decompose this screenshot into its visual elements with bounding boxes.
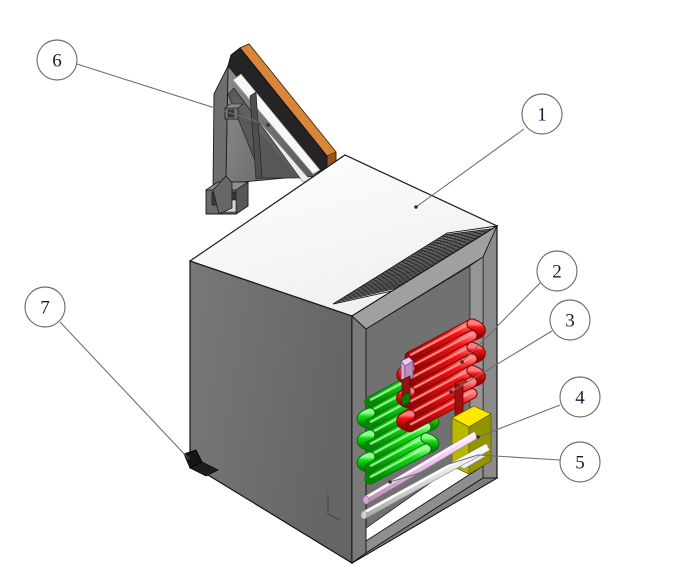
- callout-2-label: 2: [552, 262, 562, 283]
- callout-2[interactable]: 2: [460, 250, 578, 364]
- callout-5[interactable]: 5: [388, 441, 601, 484]
- callout-2-circle[interactable]: [536, 250, 578, 292]
- callout-4-target-dot: [476, 435, 480, 439]
- callout-7[interactable]: 7: [24, 286, 190, 460]
- callout-3-target-dot: [449, 390, 453, 394]
- callout-6-label: 6: [52, 51, 62, 72]
- callout-5-target-dot: [388, 480, 392, 484]
- callout-1-leader: [415, 128, 525, 208]
- door-side-wall: [212, 65, 229, 192]
- callout-3-circle[interactable]: [549, 299, 591, 341]
- cabinet-opening-frame-top: [351, 224, 499, 330]
- callout-1-label: 1: [537, 105, 547, 126]
- door-gasket: [227, 87, 301, 179]
- callout-2-target-dot: [460, 360, 464, 364]
- door-mullion: [249, 91, 263, 180]
- callout-3-leader: [450, 330, 553, 393]
- callout-6-target-dot: [266, 123, 270, 127]
- callout-1-circle[interactable]: [521, 93, 563, 135]
- callout-1-target-dot: [414, 205, 418, 209]
- callout-4-leader: [477, 404, 561, 438]
- callout-5-label: 5: [575, 453, 585, 474]
- callout-layer[interactable]: 1 2 3 4 5 6 7: [24, 39, 601, 484]
- callout-4[interactable]: 4: [476, 376, 601, 439]
- cabinet-left-panel-line: [327, 494, 341, 521]
- vent-slats: [335, 228, 494, 303]
- callout-7-target-dot: [186, 456, 190, 460]
- callout-7-circle[interactable]: [24, 286, 66, 328]
- callout-7-leader: [59, 321, 189, 459]
- callout-5-circle[interactable]: [559, 441, 601, 483]
- callout-2-leader: [461, 282, 541, 363]
- supply-tubes[interactable]: [360, 431, 491, 520]
- expansion-valve[interactable]: [400, 356, 414, 407]
- tube-pink: [362, 431, 479, 505]
- callout-4-label: 4: [575, 388, 585, 409]
- door-panel-assembly[interactable]: [204, 43, 337, 215]
- callout-5-leader: [389, 454, 561, 483]
- callout-6[interactable]: 6: [36, 39, 270, 127]
- callout-6-circle[interactable]: [36, 39, 78, 81]
- callout-6-leader: [76, 63, 269, 126]
- callout-1[interactable]: 1: [414, 93, 563, 209]
- callout-7-label: 7: [40, 298, 50, 319]
- cabinet-foot-bracket[interactable]: [183, 449, 219, 477]
- callout-3[interactable]: 3: [449, 299, 591, 394]
- door-lower-skirt: [212, 175, 233, 215]
- callout-3-label: 3: [565, 311, 575, 332]
- cabinet-opening-frame-bottom: [351, 477, 499, 564]
- callout-4-circle[interactable]: [559, 376, 601, 418]
